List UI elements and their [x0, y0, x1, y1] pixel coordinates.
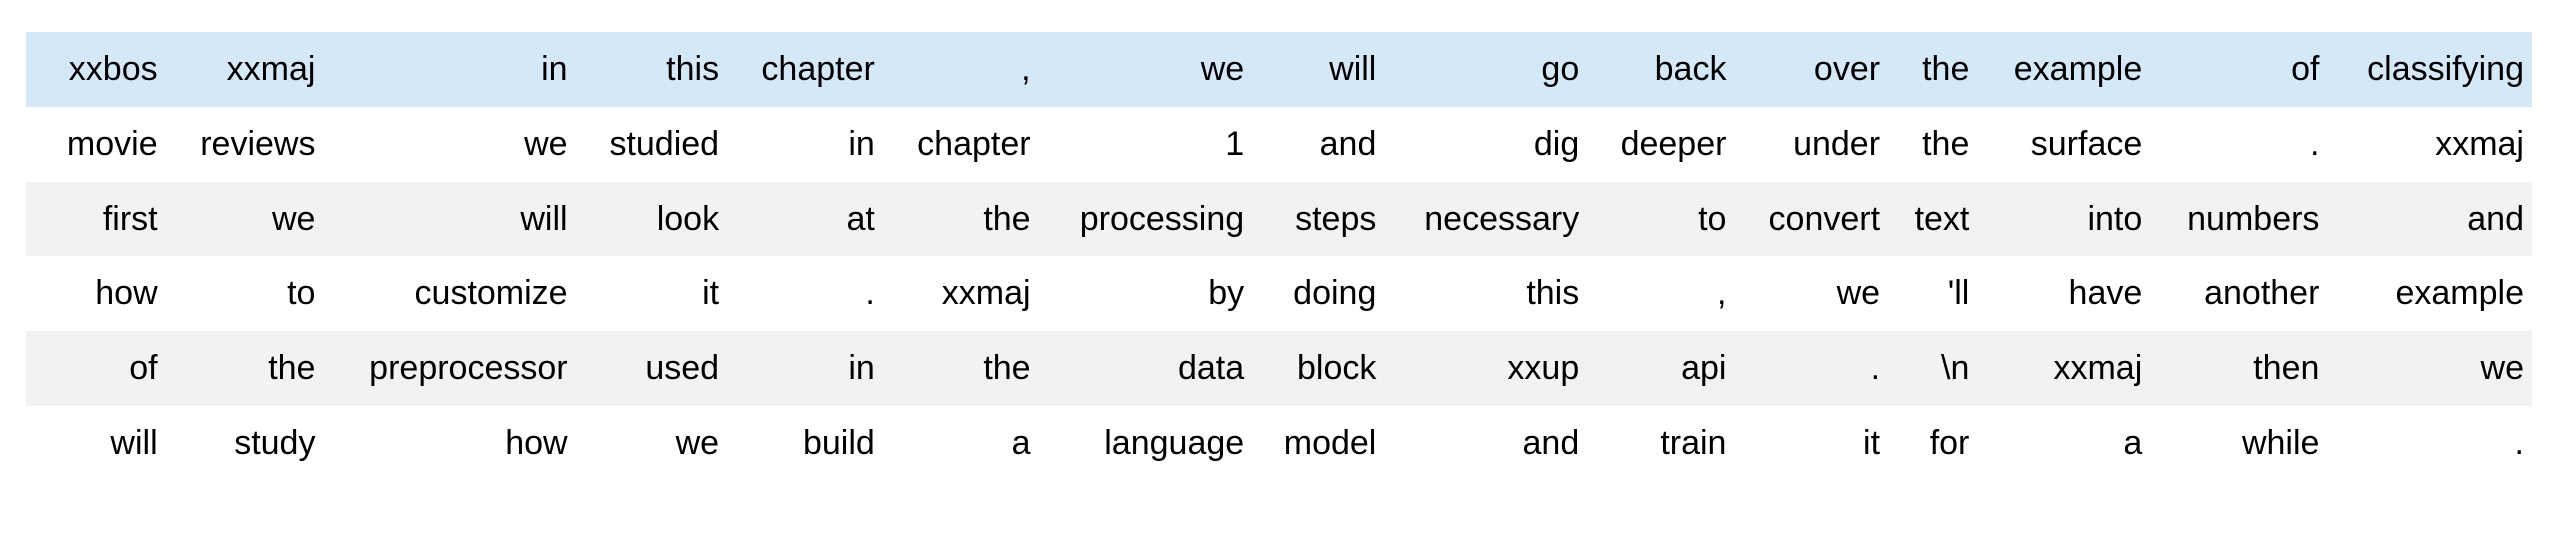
token-cell: model: [1256, 405, 1389, 481]
token-cell: example: [1981, 32, 2155, 107]
token-cell: processing: [1042, 181, 1257, 257]
token-cell: in: [327, 32, 580, 107]
token-cell: customize: [327, 256, 580, 332]
token-cell: a: [886, 405, 1043, 481]
token-cell: study: [169, 405, 328, 481]
token-cell: how: [26, 256, 170, 332]
token-cell: of: [2154, 32, 2332, 107]
token-cell: chapter: [886, 106, 1043, 182]
token-cell: how: [327, 405, 580, 481]
token-cell: preprocessor: [327, 331, 580, 406]
token-cell: ,: [886, 32, 1043, 107]
token-cell: convert: [1738, 181, 1893, 257]
token-cell: we: [327, 106, 580, 182]
token-cell: surface: [1981, 106, 2155, 182]
token-cell: and: [1256, 106, 1389, 182]
token-cell: studied: [579, 106, 732, 182]
token-cell: doing: [1256, 256, 1389, 332]
token-cell: dig: [1388, 106, 1592, 182]
token-cell: deeper: [1591, 106, 1739, 182]
token-cell: look: [579, 181, 732, 257]
token-cell: block: [1256, 331, 1389, 406]
token-cell: .: [1738, 331, 1893, 406]
token-cell: we: [1042, 32, 1257, 107]
token-cell: will: [26, 405, 170, 481]
token-cell: xxmaj: [169, 32, 328, 107]
token-cell: it: [1738, 405, 1893, 481]
token-cell: we: [1738, 256, 1893, 332]
token-cell: over: [1738, 32, 1893, 107]
token-cell: this: [1388, 256, 1592, 332]
token-cell: have: [1981, 256, 2155, 332]
token-cell: build: [731, 405, 887, 481]
token-cell: chapter: [731, 32, 887, 107]
token-cell: xxmaj: [2331, 106, 2532, 182]
token-cell: the: [169, 331, 328, 406]
token-cell: xxmaj: [886, 256, 1043, 332]
token-cell: ,: [1591, 256, 1739, 332]
token-cell: we: [2331, 331, 2532, 406]
token-cell: the: [886, 331, 1043, 406]
token-cell: example: [2331, 256, 2532, 332]
token-cell: \n: [1892, 331, 1982, 406]
token-cell: 'll: [1892, 256, 1982, 332]
token-cell: then: [2154, 331, 2332, 406]
token-cell: a: [1981, 405, 2155, 481]
token-cell: we: [169, 181, 328, 257]
token-cell: the: [1892, 106, 1982, 182]
token-cell: text: [1892, 181, 1982, 257]
token-cell: of: [26, 331, 170, 406]
token-cell: movie: [26, 106, 170, 182]
token-cell: necessary: [1388, 181, 1592, 257]
token-cell: and: [2331, 181, 2532, 257]
token-cell: by: [1042, 256, 1257, 332]
token-cell: xxbos: [26, 32, 170, 107]
token-cell: xxmaj: [1981, 331, 2155, 406]
token-cell: data: [1042, 331, 1257, 406]
token-cell: the: [1892, 32, 1982, 107]
token-cell: it: [579, 256, 732, 332]
token-cell: xxup: [1388, 331, 1592, 406]
token-cell: train: [1591, 405, 1739, 481]
token-cell: go: [1388, 32, 1592, 107]
token-cell: will: [327, 181, 580, 257]
token-cell: to: [169, 256, 328, 332]
token-cell: used: [579, 331, 732, 406]
token-cell: will: [1256, 32, 1389, 107]
token-cell: under: [1738, 106, 1893, 182]
token-cell: to: [1591, 181, 1739, 257]
token-cell: .: [2331, 405, 2532, 481]
token-cell: .: [731, 256, 887, 332]
token-cell: steps: [1256, 181, 1389, 257]
token-cell: numbers: [2154, 181, 2332, 257]
token-cell: language: [1042, 405, 1257, 481]
token-cell: into: [1981, 181, 2155, 257]
token-cell: api: [1591, 331, 1739, 406]
token-cell: first: [26, 181, 170, 257]
token-cell: .: [2154, 106, 2332, 182]
token-cell: for: [1892, 405, 1982, 481]
token-cell: at: [731, 181, 887, 257]
token-cell: we: [579, 405, 732, 481]
token-cell: and: [1388, 405, 1592, 481]
token-cell: the: [886, 181, 1043, 257]
token-cell: classifying: [2331, 32, 2532, 107]
token-cell: 1: [1042, 106, 1257, 182]
token-cell: while: [2154, 405, 2332, 481]
token-cell: another: [2154, 256, 2332, 332]
token-cell: in: [731, 331, 887, 406]
token-cell: this: [579, 32, 732, 107]
token-cell: back: [1591, 32, 1739, 107]
token-cell: reviews: [169, 106, 328, 182]
token-cell: in: [731, 106, 887, 182]
